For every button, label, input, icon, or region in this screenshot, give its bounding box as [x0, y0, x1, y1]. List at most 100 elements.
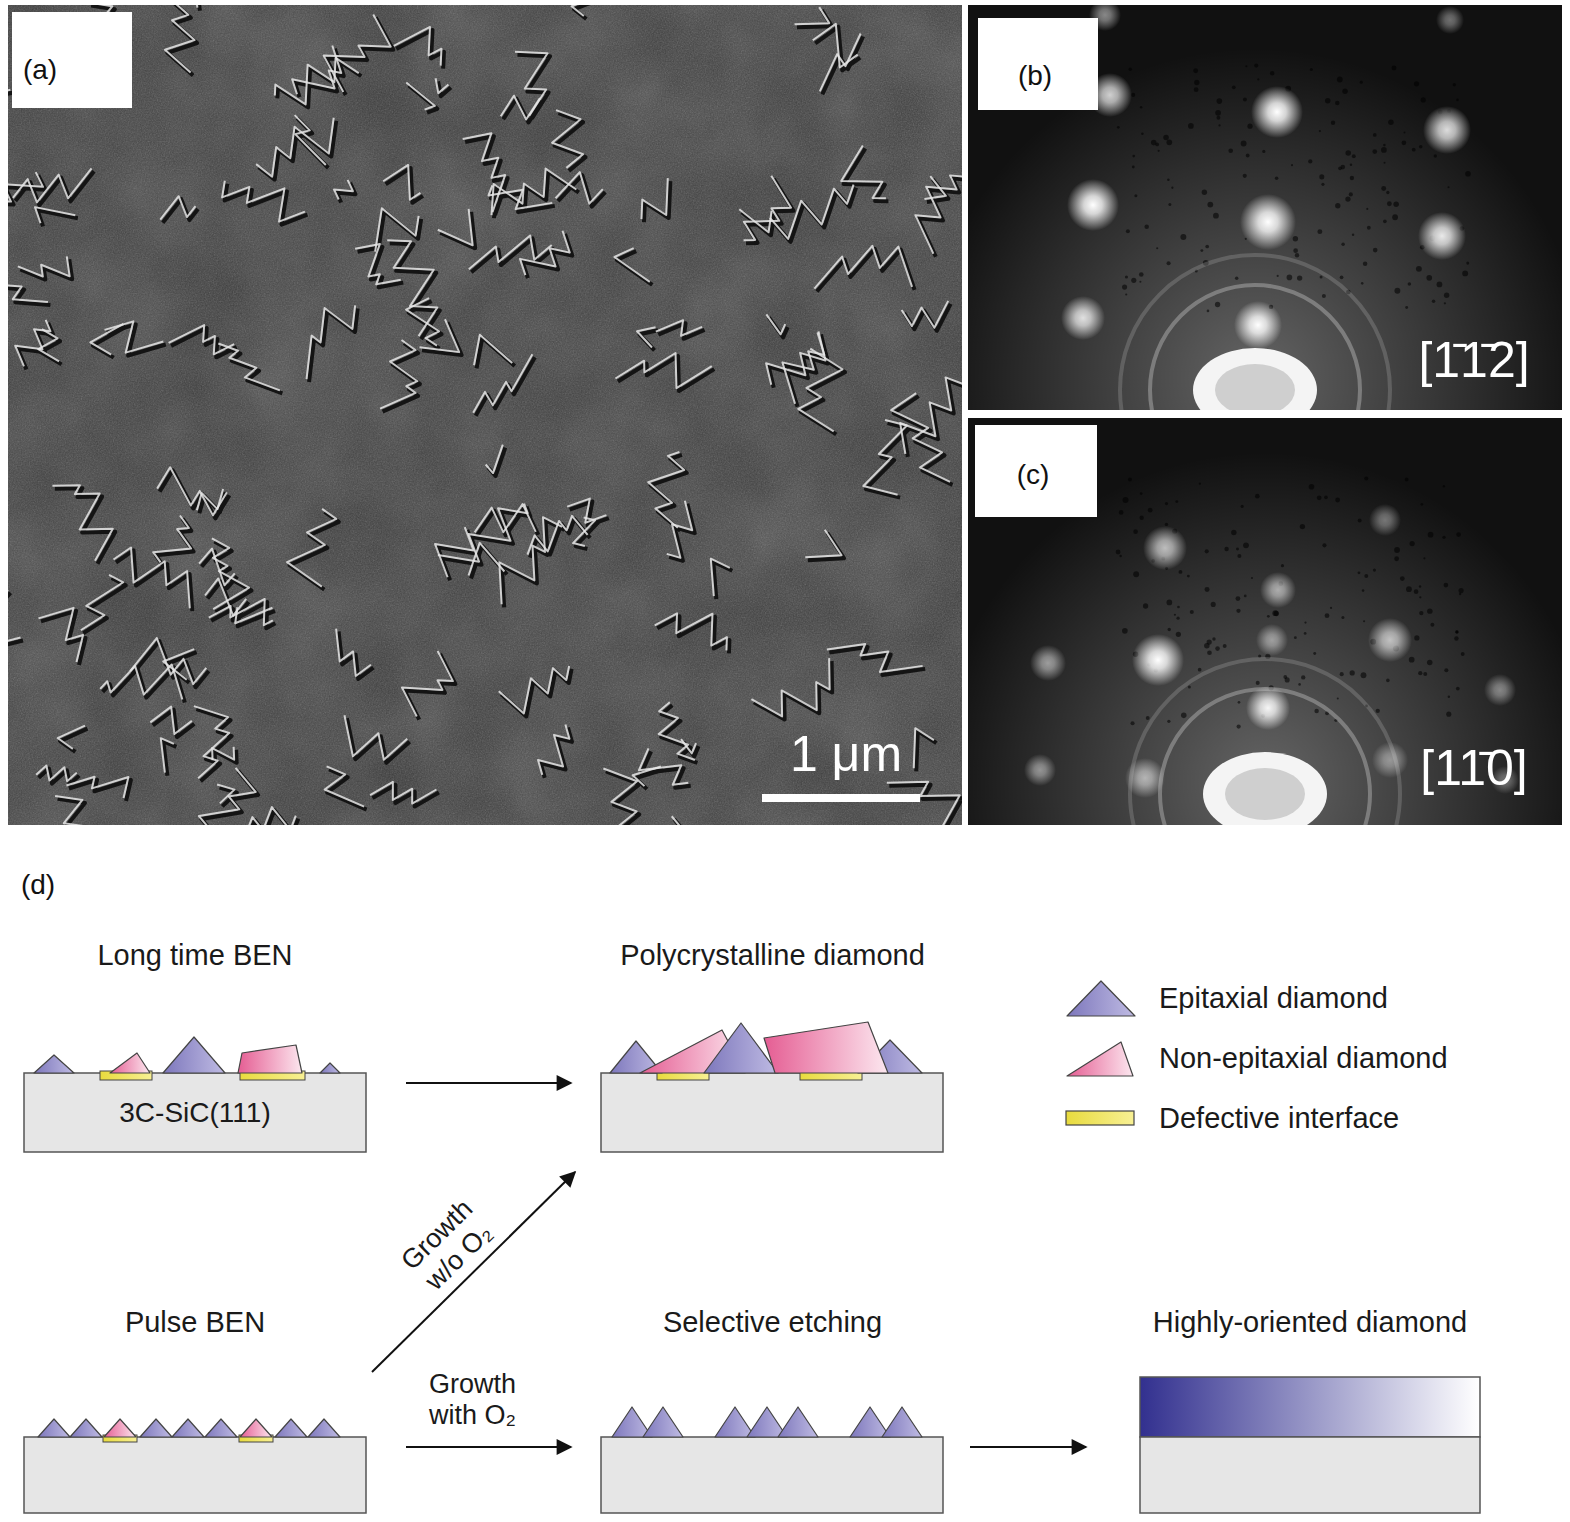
speckle — [1448, 695, 1450, 697]
speckle — [1133, 571, 1139, 577]
speckle — [1256, 681, 1260, 685]
speckle — [1144, 225, 1149, 230]
crack — [567, 499, 606, 523]
epitaxial-crystal — [34, 1055, 74, 1073]
speckle — [1313, 652, 1316, 655]
speckle — [1254, 64, 1258, 68]
speckle — [1321, 183, 1324, 186]
crack — [473, 354, 532, 412]
crack — [275, 58, 359, 104]
crack — [436, 78, 449, 93]
speckle — [1243, 542, 1249, 548]
speckle — [1244, 595, 1247, 598]
crack — [165, 5, 195, 72]
ring — [1120, 255, 1390, 410]
crack — [766, 314, 785, 334]
speckle — [1139, 281, 1141, 283]
speckle — [1430, 623, 1434, 627]
crack — [307, 305, 356, 379]
crack — [355, 244, 401, 284]
speckle — [1388, 120, 1394, 126]
speckle — [1281, 564, 1284, 567]
speckle — [1175, 500, 1178, 503]
speckle — [1188, 123, 1194, 129]
speckle — [1408, 282, 1412, 286]
speckle — [1358, 518, 1362, 522]
crack-shadow — [347, 718, 410, 763]
epitaxial-crystal — [320, 1063, 340, 1073]
speckle — [1232, 85, 1236, 89]
diffraction-spot — [1240, 194, 1296, 250]
epitaxial-crystal — [205, 1419, 237, 1437]
speckle — [1158, 150, 1160, 152]
diffraction-spot — [1256, 624, 1288, 656]
legend: Epitaxial diamondNon-epitaxial diamondDe… — [1065, 968, 1545, 1148]
speckle — [1310, 68, 1313, 71]
diffraction-spot — [1234, 301, 1282, 349]
speckle — [1383, 144, 1386, 147]
speckle — [1360, 81, 1363, 84]
speckle — [1325, 98, 1331, 104]
crack — [153, 516, 191, 563]
speckle — [1446, 712, 1451, 717]
speckle — [1287, 275, 1293, 281]
speckle — [1215, 302, 1220, 307]
speckle — [1337, 77, 1343, 83]
speckle — [1291, 164, 1293, 166]
edge-label: Growth with O₂ — [412, 1369, 534, 1431]
speckle — [1117, 126, 1120, 129]
crack-shadow — [386, 168, 423, 203]
speckle — [1228, 148, 1233, 153]
crack — [572, 5, 628, 16]
panel-label: (c) — [1017, 458, 1050, 492]
zone-axis-label: [1̄1̄2] — [1418, 330, 1529, 390]
speckle — [1465, 171, 1471, 177]
non-epitaxial-crystal — [240, 1419, 272, 1437]
crack — [402, 651, 453, 717]
diffraction-spot — [1061, 296, 1105, 340]
speckle — [1349, 192, 1353, 196]
crack — [163, 649, 194, 680]
speckle — [1381, 147, 1387, 153]
diffraction-pattern — [968, 5, 1562, 410]
crack — [209, 599, 273, 625]
speckle — [1461, 652, 1465, 656]
crack — [8, 81, 10, 92]
epitaxial-crystal — [308, 1419, 340, 1437]
speckle — [1358, 571, 1361, 574]
schematic-group — [601, 1022, 943, 1152]
speckle — [1295, 253, 1299, 257]
crack — [814, 246, 912, 289]
crack-shadow — [160, 470, 230, 518]
speckle — [1131, 278, 1136, 283]
crack — [766, 331, 825, 384]
speckle — [1167, 600, 1173, 606]
speckle — [1340, 672, 1344, 676]
substrate — [601, 1437, 943, 1513]
crack — [639, 748, 688, 784]
central-beam-core — [1215, 364, 1295, 410]
crack — [915, 175, 962, 253]
schematic-panel: Polycrystalline diamond — [585, 938, 960, 1152]
crack-shadow — [20, 259, 72, 279]
speckle — [1176, 617, 1179, 620]
crack — [486, 445, 503, 473]
label-box — [975, 425, 1097, 517]
speckle — [1236, 609, 1240, 613]
crack — [615, 353, 711, 388]
speckle — [1213, 213, 1219, 219]
speckle — [1174, 614, 1176, 616]
sem-image — [8, 5, 962, 825]
speckle — [1165, 502, 1168, 505]
crack — [782, 332, 824, 403]
crack — [194, 706, 229, 778]
speckle — [1319, 174, 1324, 179]
speckle — [1444, 292, 1449, 297]
speckle — [1207, 650, 1212, 655]
crack — [324, 14, 391, 92]
crack — [199, 549, 235, 586]
crack — [169, 325, 235, 354]
speckle — [1330, 607, 1332, 609]
speckle — [1237, 724, 1241, 728]
